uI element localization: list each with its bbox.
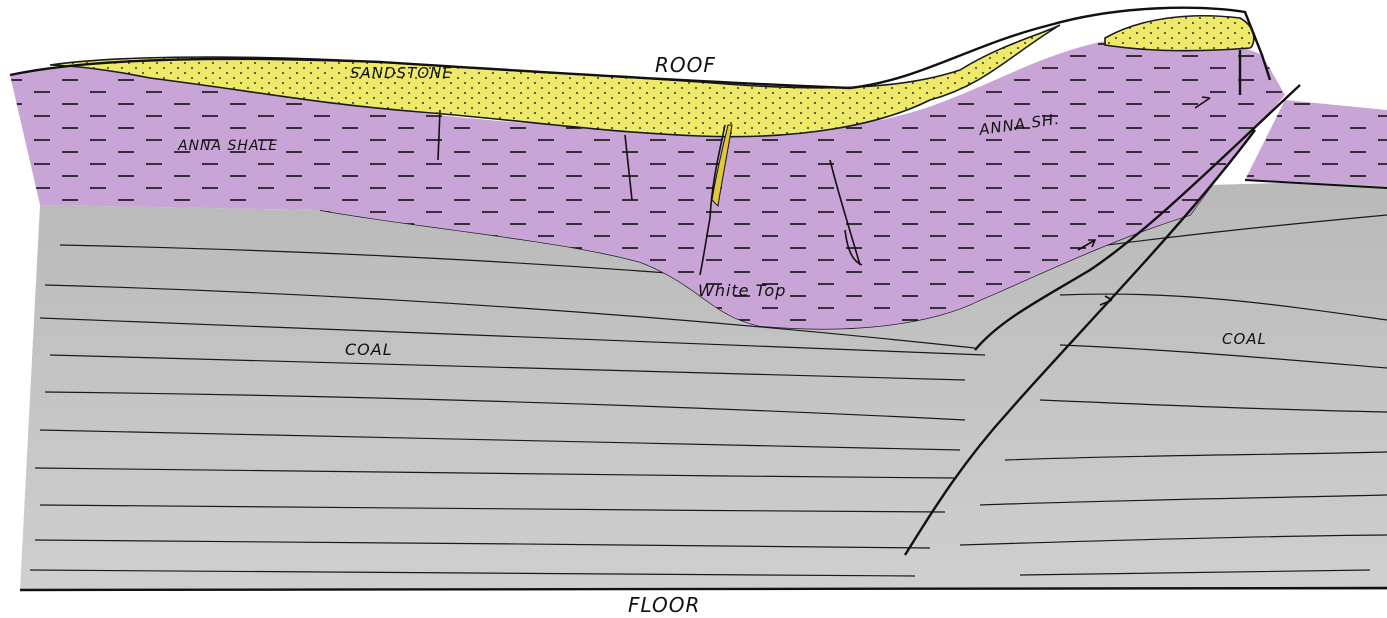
sandstone-label: SANDSTONE bbox=[350, 64, 453, 82]
coal-label-left: COAL bbox=[345, 340, 393, 359]
coal-label-right: COAL bbox=[1222, 330, 1267, 348]
white-top-label: White Top bbox=[698, 281, 786, 300]
sandstone-pod bbox=[1105, 16, 1254, 51]
roof-label: ROOF bbox=[655, 53, 716, 77]
anna-shale-label: ANNA SHALE bbox=[177, 138, 278, 154]
floor-label: FLOOR bbox=[628, 593, 700, 617]
